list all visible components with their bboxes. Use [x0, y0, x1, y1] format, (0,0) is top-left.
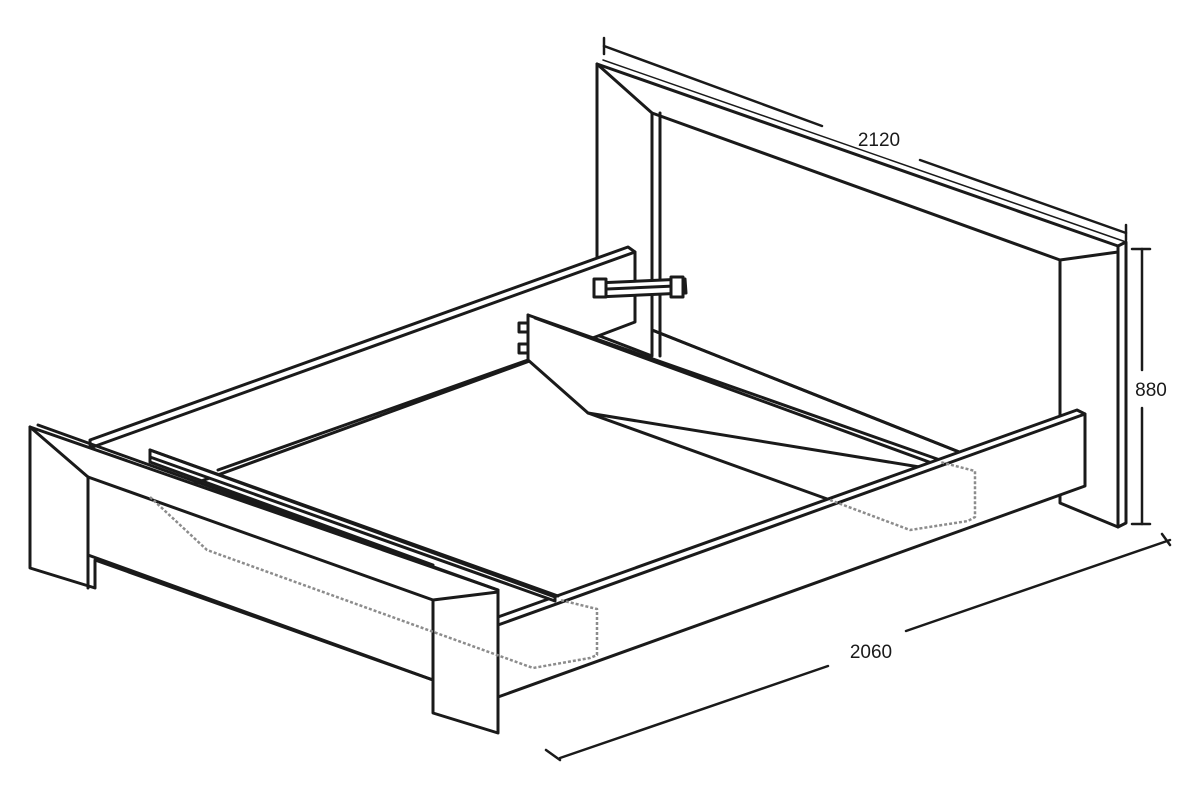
headboard-side-thickness — [1116, 240, 1128, 529]
footboard-top-edge — [36, 423, 500, 592]
base-line-head — [216, 358, 530, 472]
front-beam-top — [148, 448, 560, 598]
front-beam-bottom — [148, 460, 435, 567]
dim-length-label: 2060 — [850, 642, 892, 663]
dimension-length: 2060 — [544, 532, 1172, 762]
footboard — [28, 423, 500, 735]
dim-width-line-b — [918, 158, 1128, 235]
bed-base-lines — [216, 358, 832, 502]
base-line-right — [586, 411, 832, 502]
dim-width-line-a — [602, 44, 824, 128]
right-side-rail — [496, 408, 1087, 699]
bracket-flange-left — [592, 277, 608, 299]
right-rail-top-edge — [496, 412, 1087, 627]
dimension-height: 880 — [1130, 247, 1167, 526]
dim-length-line-a — [904, 538, 1172, 633]
bracket-rib — [605, 284, 677, 291]
bracket-flange-right — [669, 275, 685, 299]
center-beam — [526, 313, 942, 472]
left-rail-top-edge — [88, 250, 637, 450]
dim-length-tick-right — [1160, 532, 1172, 547]
dimension-width: 2120 — [602, 36, 1128, 242]
footboard-bevel-right — [431, 590, 500, 602]
dim-length-line-b — [558, 664, 830, 760]
corner-bracket — [592, 275, 688, 299]
footboard-face — [28, 425, 500, 735]
dim-height-label: 880 — [1135, 380, 1167, 401]
hidden-support-front — [149, 496, 599, 670]
footboard-bevel-left — [28, 425, 90, 479]
dim-length-tick-left — [544, 748, 562, 762]
right-rail-face — [496, 408, 1087, 699]
dim-width-label: 2120 — [858, 130, 900, 151]
hidden-support-back — [829, 460, 977, 532]
headboard-bevel-left — [595, 62, 654, 115]
headboard-bevel-right — [1058, 250, 1120, 262]
center-beam-top-edge — [533, 316, 942, 468]
headboard-top-thickness — [602, 59, 1127, 243]
front-beam — [148, 448, 560, 603]
hidden-support-lines — [149, 460, 977, 670]
